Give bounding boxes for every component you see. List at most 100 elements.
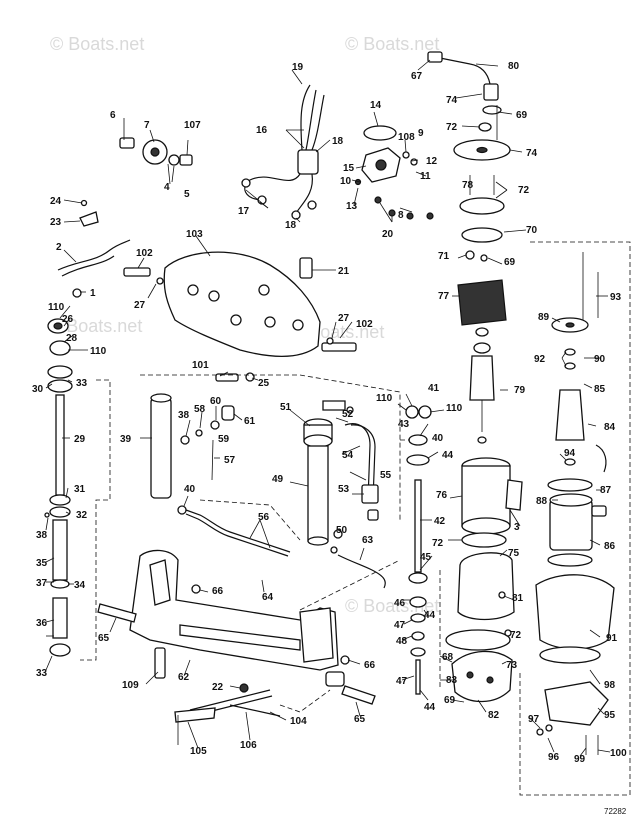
stern-bracket-group <box>97 549 376 745</box>
watermark-mid-left: © Boats.net <box>48 316 142 336</box>
callout-108: 108 <box>398 132 415 143</box>
callout-42: 42 <box>434 516 446 527</box>
callout-57: 57 <box>224 455 236 466</box>
callout-94: 94 <box>564 448 576 459</box>
callout-37: 37 <box>36 578 48 589</box>
pump-base <box>451 650 513 703</box>
callout-58: 58 <box>194 404 206 415</box>
callout-59: 59 <box>218 434 230 445</box>
callout-50: 50 <box>336 525 348 536</box>
armature <box>469 355 495 401</box>
callout-86: 86 <box>604 541 616 552</box>
callout-13: 13 <box>346 201 358 212</box>
support-bracket <box>123 251 357 382</box>
callout-27: 27 <box>338 313 350 324</box>
callout-73: 73 <box>506 660 518 671</box>
callout-14: 14 <box>370 100 382 111</box>
callout-78: 78 <box>462 180 474 191</box>
callout-46: 46 <box>394 598 406 609</box>
motor-inset <box>519 241 631 796</box>
motor-housing <box>461 465 511 527</box>
callout-28: 28 <box>66 333 78 344</box>
callout-101: 101 <box>192 360 209 371</box>
callout-54: 54 <box>342 450 354 461</box>
callout-44: 44 <box>424 610 436 621</box>
callout-104: 104 <box>290 716 307 727</box>
cylinder-group <box>303 400 386 589</box>
callout-72: 72 <box>446 122 458 133</box>
solenoid-ring <box>363 125 397 141</box>
callout-41: 41 <box>428 383 440 394</box>
callout-34: 34 <box>74 580 86 591</box>
leader-lines <box>45 59 611 757</box>
callout-85: 85 <box>594 384 606 395</box>
callout-40: 40 <box>184 484 196 495</box>
callout-17: 17 <box>238 206 250 217</box>
callout-98: 98 <box>604 680 616 691</box>
watermark-top-left: © Boats.net <box>50 34 144 54</box>
callout-103: 103 <box>186 229 203 240</box>
callout-5: 5 <box>184 189 190 200</box>
callout-38: 38 <box>178 410 190 421</box>
watermark-top-right: © Boats.net <box>345 34 439 54</box>
callout-60: 60 <box>210 396 222 407</box>
callout-64: 64 <box>262 592 274 603</box>
callout-109: 109 <box>122 680 139 691</box>
callout-56: 56 <box>258 512 270 523</box>
callout-76: 76 <box>436 490 448 501</box>
pump-shaft-group <box>405 405 432 695</box>
callout-61: 61 <box>244 416 256 427</box>
callout-105: 105 <box>190 746 207 757</box>
callout-102: 102 <box>136 248 153 259</box>
callout-52: 52 <box>342 409 354 420</box>
callout-23: 23 <box>50 217 62 228</box>
callout-100: 100 <box>610 748 627 759</box>
callout-110: 110 <box>446 403 463 414</box>
callout-1: 1 <box>90 288 96 299</box>
callout-62: 62 <box>178 672 190 683</box>
callout-93: 93 <box>610 292 622 303</box>
callout-27: 27 <box>134 300 146 311</box>
callout-25: 25 <box>258 378 270 389</box>
inset-pump-body <box>544 681 609 726</box>
callout-72: 72 <box>510 630 522 641</box>
callout-43: 43 <box>398 419 410 430</box>
callout-20: 20 <box>382 229 394 240</box>
motor-lead-wire <box>439 57 491 85</box>
callout-33: 33 <box>36 668 48 679</box>
callout-110: 110 <box>90 346 107 357</box>
callout-21: 21 <box>338 266 350 277</box>
callout-99: 99 <box>574 754 586 765</box>
inset-armature <box>555 389 585 441</box>
callout-69: 69 <box>444 695 456 706</box>
choke-link-rod <box>57 239 131 271</box>
callout-35: 35 <box>36 558 48 569</box>
callout-110: 110 <box>376 393 393 404</box>
tilt-bolt <box>97 603 137 623</box>
steering-tube <box>55 394 65 496</box>
callout-72: 72 <box>518 185 530 196</box>
callout-97: 97 <box>528 714 540 725</box>
callout-69: 69 <box>516 110 528 121</box>
brush-holder <box>457 279 507 326</box>
callout-88: 88 <box>536 496 548 507</box>
callout-26: 26 <box>62 314 74 325</box>
callout-12: 12 <box>426 156 438 167</box>
callout-65: 65 <box>98 633 110 644</box>
callout-69: 69 <box>504 257 516 268</box>
wire-connector <box>297 149 319 175</box>
callout-11: 11 <box>420 171 431 182</box>
pump-shaft <box>414 479 422 573</box>
callout-7: 7 <box>144 120 150 131</box>
callout-39: 39 <box>120 434 132 445</box>
callout-24: 24 <box>50 196 62 207</box>
callout-40: 40 <box>432 433 444 444</box>
callout-83: 83 <box>446 675 458 686</box>
callout-74: 74 <box>446 95 458 106</box>
callout-15: 15 <box>343 163 355 174</box>
motor-stack-group <box>427 51 523 703</box>
wire-lead <box>300 84 311 151</box>
pump-reservoir <box>457 552 515 621</box>
callout-38: 38 <box>36 530 48 541</box>
